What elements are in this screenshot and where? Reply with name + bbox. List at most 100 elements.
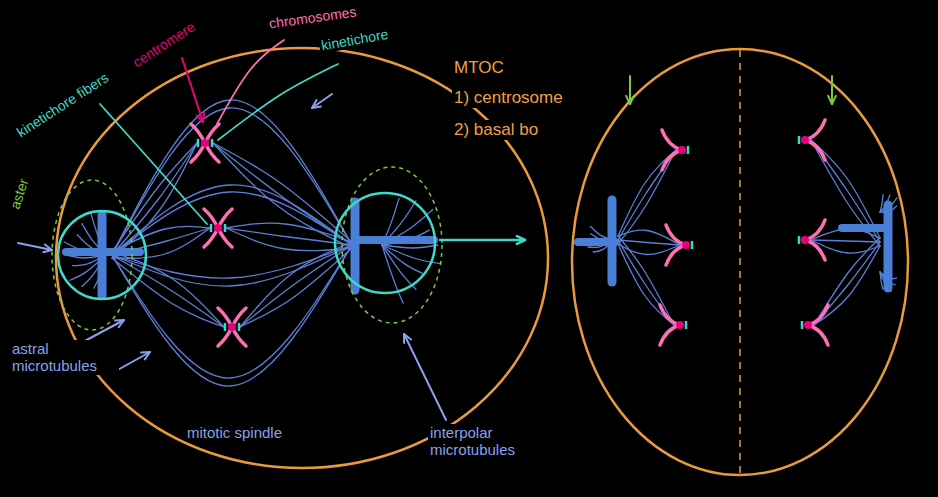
centriole: [842, 224, 884, 232]
arrow-shaft: [182, 58, 203, 122]
aster-outline: [52, 180, 132, 330]
kinetochore: [224, 224, 227, 232]
kinetochore-fiber-leader: [100, 104, 207, 224]
arrow-shaft: [440, 239, 525, 242]
chromatid-arm: [660, 305, 680, 325]
structure-label: centromere: [128, 17, 200, 71]
kinetochore: [691, 241, 694, 249]
centromere-leader: [182, 58, 204, 122]
structure-label: astral microtubules: [10, 340, 119, 375]
kinetochore: [210, 224, 213, 232]
chromatid-arm: [808, 305, 828, 325]
structure-label: kinetichore: [318, 26, 391, 54]
kinetochore-leader: [218, 64, 338, 140]
kinetochore-fiber: [618, 240, 680, 245]
cleavage-line: [739, 50, 741, 475]
arrow-shaft: [312, 94, 332, 108]
pointer-arrow: [312, 94, 332, 108]
centriole: [578, 238, 615, 246]
kinetochore-fiber: [213, 143, 352, 245]
astral-microtubule: [880, 272, 883, 289]
chromatid-arm: [805, 240, 825, 260]
kinetochore: [211, 139, 214, 147]
kinetochore-fiber: [618, 244, 680, 255]
arrow-head: [115, 320, 124, 327]
centromere-dot: [804, 321, 812, 329]
astral-microtubule: [382, 245, 438, 248]
kinetochore: [798, 236, 801, 244]
centromere-dot: [228, 323, 236, 331]
arrow-shaft: [114, 352, 150, 372]
centromere-dot: [678, 146, 686, 154]
structure-label: MTOC: [452, 58, 506, 78]
astral-microtubule: [382, 245, 416, 289]
kinetochore: [224, 323, 227, 331]
kinetochore-fiber: [618, 236, 674, 325]
arrow-head: [828, 96, 836, 104]
kinetochore-fiber: [618, 240, 674, 325]
arrow-head: [43, 245, 52, 253]
transition-arrow: [440, 236, 525, 244]
chromatid-arm: [805, 220, 825, 240]
mtoc-circle: [335, 193, 435, 293]
centromere-dot: [214, 224, 222, 232]
kinetochore: [798, 136, 801, 144]
arrow-head: [517, 236, 525, 244]
centromere-dot: [801, 136, 809, 144]
centriole: [351, 202, 360, 290]
structure-label: kinetichore fibers: [12, 68, 113, 141]
kinetochore: [801, 321, 804, 329]
kinetochore-fiber: [240, 245, 352, 327]
centromere-dot: [676, 321, 684, 329]
astral-microtubule: [382, 245, 423, 273]
chromatid-arm: [805, 140, 825, 160]
structure-label: mitotic spindle: [185, 424, 284, 441]
chromatid-arm: [808, 325, 828, 345]
kinetochore-fiber: [226, 223, 352, 242]
interpolar-microtubule: [112, 245, 352, 386]
arrow-head: [626, 96, 634, 104]
aster-outline: [342, 167, 442, 323]
chromatid-arm: [662, 150, 682, 170]
centromere-dot: [801, 236, 809, 244]
structure-label: aster: [6, 175, 32, 213]
kinetochore: [685, 321, 688, 329]
mtoc-circle: [58, 211, 146, 299]
arrow-head: [312, 100, 321, 108]
arrow-head: [141, 352, 150, 359]
structure-label: interpolar microtubules: [428, 424, 550, 459]
chromatid-arm: [666, 225, 686, 245]
interpolar-leader: [404, 334, 446, 420]
centriole: [884, 205, 893, 288]
structure-label: 1) centrosome: [452, 88, 565, 108]
chromatid-arm: [660, 325, 680, 345]
kinetochore-fiber: [213, 143, 352, 242]
kinetochore: [687, 146, 690, 154]
chromatid-arm: [662, 130, 682, 150]
kinetochore: [197, 139, 200, 147]
kinetochore-fiber: [112, 143, 197, 258]
astral-microtubule: [382, 245, 403, 303]
interpolar-microtubule: [112, 100, 352, 255]
structure-label: 2) basal bo: [452, 120, 540, 140]
kinetochore-fiber: [240, 248, 352, 327]
centriole: [66, 248, 140, 256]
chromatid-arm: [805, 120, 825, 140]
cell-membrane: [572, 49, 908, 475]
arrow-head: [404, 334, 411, 343]
kinetochore-fiber: [226, 228, 352, 251]
kinetochore-fiber: [811, 240, 880, 242]
kinetochore-fiber: [112, 258, 224, 327]
kinetochore: [238, 323, 241, 331]
arrow-head: [197, 113, 204, 122]
chromatid-arm: [666, 245, 686, 265]
structure-label: chromosomes: [266, 3, 359, 32]
centromere-dot: [201, 139, 209, 147]
direction-arrow: [626, 76, 634, 104]
arrow-shaft: [404, 334, 446, 420]
centriole: [358, 236, 434, 244]
arrow-shaft: [629, 76, 631, 104]
arrow-shaft: [831, 76, 833, 104]
astral-leader: [114, 352, 150, 372]
